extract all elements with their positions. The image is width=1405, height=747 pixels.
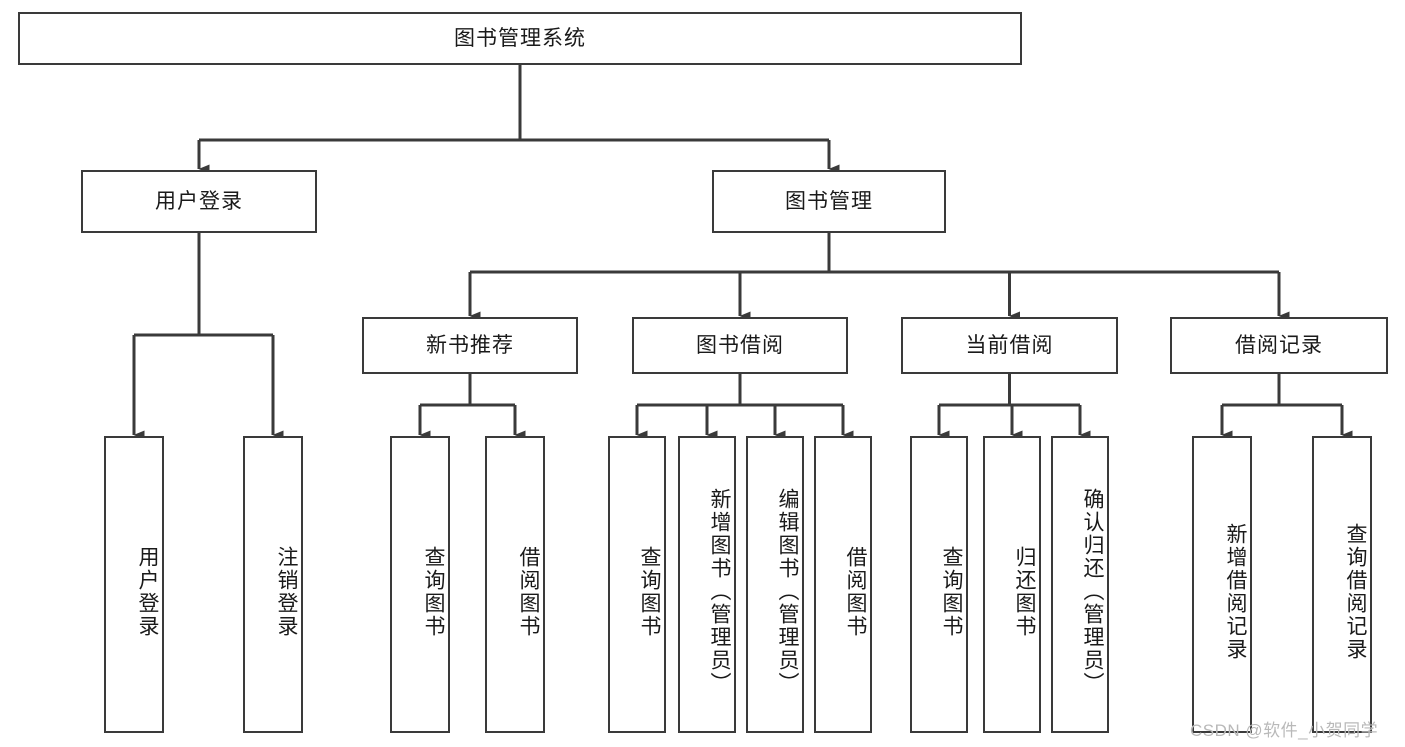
node-label: 查询图书 [638, 545, 661, 638]
node-leaf-query-book-current[interactable]: 查询图书 [910, 436, 968, 733]
node-leaf-query-book-rec[interactable]: 查询图书 [390, 436, 450, 733]
node-leaf-return-book[interactable]: 归还图书 [983, 436, 1041, 733]
node-label: 查询图书 [940, 545, 963, 638]
node-label: 确认归还（管理员） [1081, 488, 1104, 695]
node-label: 图书管理系统 [454, 26, 586, 50]
node-label: 查询图书 [422, 545, 445, 638]
node-root[interactable]: 图书管理系统 [18, 12, 1022, 65]
node-book-manage[interactable]: 图书管理 [712, 170, 946, 233]
node-label: 当前借阅 [965, 333, 1054, 357]
node-leaf-user-login[interactable]: 用户登录 [104, 436, 164, 733]
node-leaf-add-book-admin[interactable]: 新增图书（管理员） [678, 436, 736, 733]
node-leaf-query-borrow-record[interactable]: 查询借阅记录 [1312, 436, 1372, 733]
node-label: 归还图书 [1013, 545, 1036, 638]
csdn-watermark: CSDN @软件_小贺同学 [1190, 721, 1379, 740]
node-label: 编辑图书（管理员） [776, 488, 799, 695]
node-label: 图书借阅 [696, 333, 784, 357]
node-leaf-borrow-book[interactable]: 借阅图书 [814, 436, 872, 733]
node-new-book-recommend[interactable]: 新书推荐 [362, 317, 578, 374]
node-label: 新增借阅记录 [1224, 522, 1247, 661]
node-label: 借阅图书 [517, 545, 540, 638]
node-label: 图书管理 [785, 189, 873, 213]
node-label: 查询借阅记录 [1344, 522, 1367, 661]
node-label: 新增图书（管理员） [708, 488, 731, 695]
node-leaf-borrow-book-rec[interactable]: 借阅图书 [485, 436, 545, 733]
node-leaf-logout-login[interactable]: 注销登录 [243, 436, 303, 733]
node-leaf-query-book-borrow[interactable]: 查询图书 [608, 436, 666, 733]
node-current-borrow[interactable]: 当前借阅 [901, 317, 1118, 374]
node-label: 用户登录 [136, 545, 159, 638]
node-leaf-add-borrow-record[interactable]: 新增借阅记录 [1192, 436, 1252, 733]
node-book-borrow[interactable]: 图书借阅 [632, 317, 848, 374]
node-label: 注销登录 [275, 545, 298, 638]
node-label: 新书推荐 [426, 333, 514, 357]
node-user-login[interactable]: 用户登录 [81, 170, 317, 233]
node-label: 借阅图书 [844, 545, 867, 638]
node-leaf-confirm-return-admin[interactable]: 确认归还（管理员） [1051, 436, 1109, 733]
node-label: 用户登录 [155, 189, 243, 213]
node-borrow-record[interactable]: 借阅记录 [1170, 317, 1388, 374]
node-leaf-edit-book-admin[interactable]: 编辑图书（管理员） [746, 436, 804, 733]
node-label: 借阅记录 [1235, 333, 1323, 357]
